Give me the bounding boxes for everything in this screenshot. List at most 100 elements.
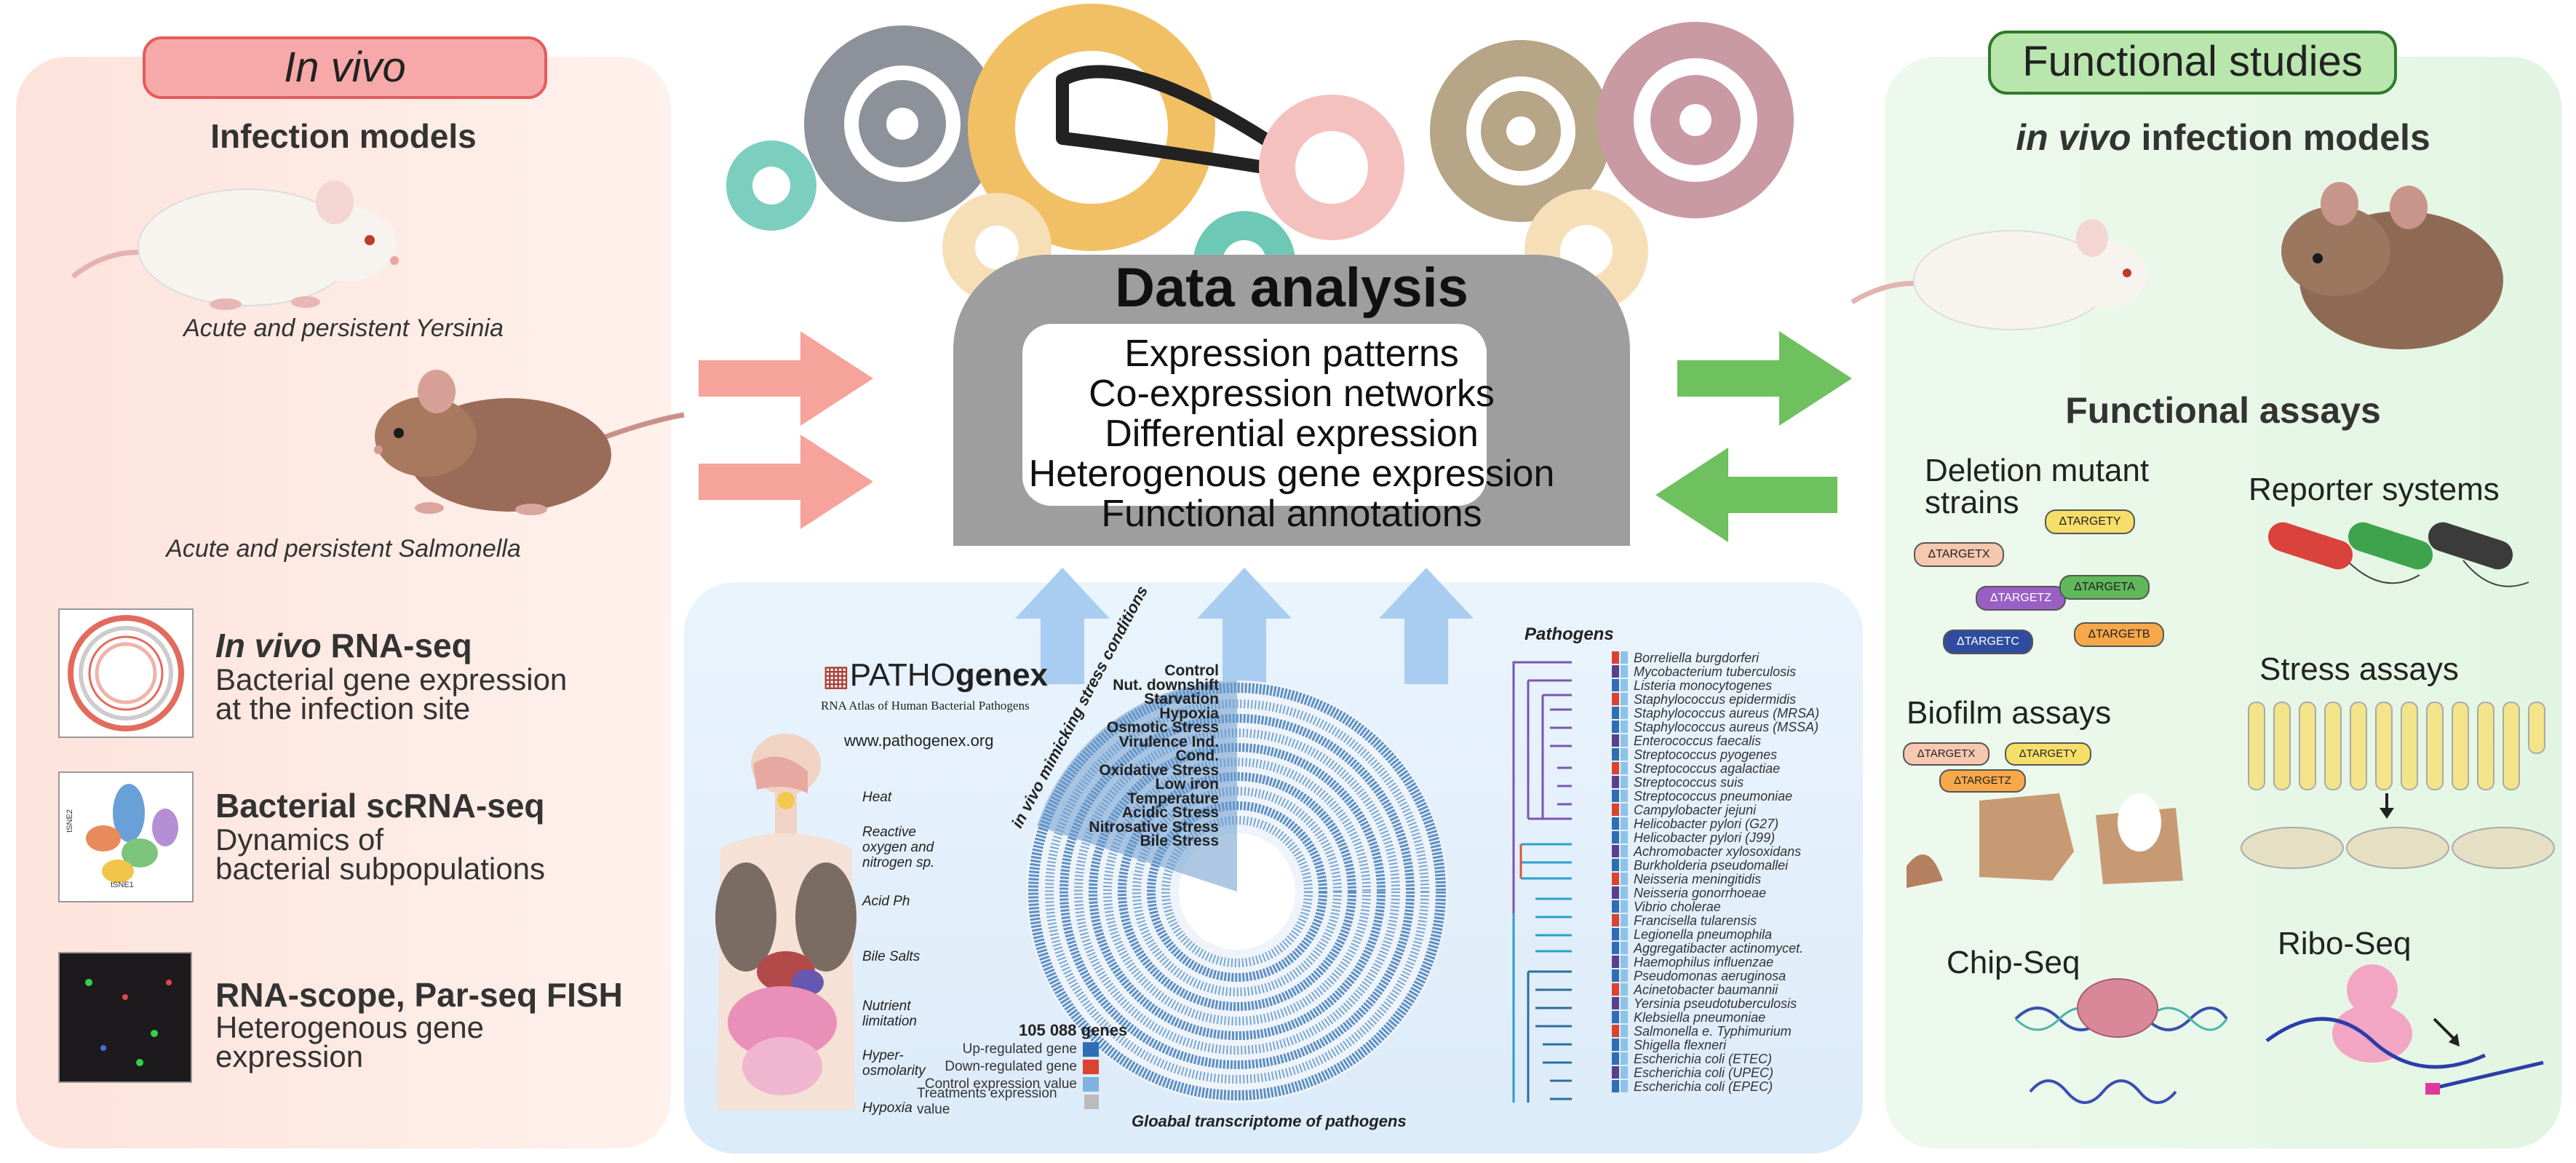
pathogens-title: Pathogens — [1524, 624, 1614, 644]
pathogen-swatch-2 — [1621, 679, 1628, 691]
pathogen-name: Pseudomonas aeruginosa — [1634, 969, 1786, 983]
condition-label: Starvation — [1144, 691, 1219, 707]
pathogen-name: Francisella tularensis — [1634, 913, 1757, 928]
legend-row: Up-regulated gene — [917, 1041, 1099, 1058]
logo-mark-icon: ▦ — [822, 660, 850, 692]
pathogen-swatch-2 — [1621, 1080, 1628, 1092]
pathogen-swatch-2 — [1621, 873, 1628, 885]
condition-label: Bile Stress — [1140, 833, 1219, 849]
pathogen-swatch-2 — [1621, 997, 1628, 1009]
pathogen-swatch — [1612, 845, 1619, 857]
pathogen-swatch-2 — [1621, 900, 1628, 913]
pathogen-name: Streptococcus suis — [1634, 775, 1744, 790]
mutant-cell: ΔTARGETX — [1914, 542, 2004, 567]
entry-fish-desc1: Heterogenous gene — [215, 1010, 484, 1044]
legend-swatch — [1084, 1095, 1099, 1109]
pathogen-swatch — [1612, 873, 1619, 885]
pathogen-swatch — [1612, 748, 1619, 761]
pathogen-swatch — [1612, 693, 1619, 705]
pathogen-swatch — [1612, 1066, 1619, 1079]
pathogen-swatch — [1612, 900, 1619, 913]
white-mouse-left — [71, 180, 399, 310]
pathogen-name: Borreliella burgdorferi — [1634, 651, 1760, 665]
human-body-illustration — [715, 734, 856, 1110]
pathogen-name: Streptococcus pyogenes — [1634, 747, 1778, 762]
pathogen-swatch — [1612, 969, 1619, 982]
pathogen-swatch — [1612, 734, 1619, 747]
in-vivo-header: In vivo — [143, 36, 547, 99]
biofilm-cell: ΔTARGETX — [1903, 742, 1989, 766]
pathogen-name: Enterococcus faecalis — [1634, 734, 1762, 748]
pathogen-swatch — [1612, 997, 1619, 1009]
condition-label: Nitrosative Stress — [1089, 818, 1219, 835]
pathogen-swatch-2 — [1621, 928, 1628, 940]
pathogen-swatch — [1612, 762, 1619, 774]
pathogen-name: Legionella pneumophila — [1634, 927, 1773, 942]
pathogen-swatch — [1612, 790, 1619, 802]
pathogen-name: Salmonella e. Typhimurium — [1634, 1024, 1792, 1039]
legend-label: Down-regulated gene — [945, 1059, 1077, 1074]
pathogen-swatch — [1612, 886, 1619, 899]
mutant-cell: ΔTARGETA — [2059, 575, 2150, 600]
pathogen-swatch — [1612, 942, 1619, 954]
mutant-cell: ΔTARGETB — [2074, 622, 2164, 647]
pathogen-swatch — [1612, 928, 1619, 940]
legend-swatch — [1083, 1042, 1099, 1057]
pathogen-swatch-2 — [1621, 886, 1628, 899]
reporter-bacteria-icon — [2267, 522, 2529, 587]
pathogen-name: Escherichia coli (UPEC) — [1634, 1065, 1774, 1080]
data-analysis-title: Data analysis — [1115, 257, 1468, 319]
pathogen-name: Escherichia coli (EPEC) — [1634, 1079, 1773, 1094]
condition-label: Hypoxia — [1159, 704, 1219, 722]
arrow-up-1 — [1015, 568, 1110, 684]
pathogen-name: Neisseria gonorrhoeae — [1634, 886, 1767, 900]
pathogen-swatch — [1612, 707, 1619, 719]
legend-label: Treatments expression value — [917, 1086, 1057, 1117]
gear-cluster-icon — [726, 4, 1794, 313]
body-label-ros: Reactive oxygen and nitrogen sp. — [862, 825, 935, 870]
global-transcriptome-label: Gloabal transcriptome of pathogens — [1132, 1112, 1407, 1130]
condition-label: Temperature — [1127, 790, 1219, 807]
pathogen-swatch-2 — [1621, 942, 1628, 954]
pathogen-swatch — [1612, 721, 1619, 733]
pathogen-swatch — [1612, 665, 1619, 678]
pathogen-swatch-2 — [1621, 721, 1628, 733]
body-label-acid: Acid Ph — [862, 894, 910, 909]
pathogen-swatch-2 — [1621, 817, 1628, 830]
pathogen-swatch-2 — [1621, 762, 1628, 774]
arrow-right-pink-1 — [699, 331, 873, 426]
pathogen-swatch-2 — [1621, 845, 1628, 857]
pathogen-name: Shigella flexneri — [1634, 1038, 1727, 1052]
pathogen-swatch-2 — [1621, 1039, 1628, 1051]
legend-swatch — [1083, 1060, 1099, 1074]
pathogen-swatch-2 — [1621, 803, 1628, 816]
pathogen-name: Neisseria meningitidis — [1634, 872, 1762, 886]
pathogen-name: Campylobacter jejuni — [1634, 803, 1757, 817]
biofilm-assays-title: Biofilm assays — [1907, 695, 2112, 731]
pathogen-name: Escherichia coli (ETEC) — [1634, 1052, 1773, 1066]
entry-scrnaseq-desc1: Dynamics of — [215, 822, 384, 857]
pathogen-swatch — [1612, 776, 1619, 788]
arrow-right-pink-2 — [699, 434, 873, 529]
item-functional-annotations: Functional annotations — [1101, 493, 1482, 535]
tsne-y-label: tSNE2 — [65, 809, 74, 833]
mutant-cell: ΔTARGETY — [2045, 509, 2135, 534]
entry-fish-desc2: expression — [215, 1039, 364, 1073]
pathogen-swatch-2 — [1621, 983, 1628, 996]
genes-count: 105 088 genes — [1019, 1021, 1128, 1039]
pathogen-swatch-2 — [1621, 831, 1628, 844]
arrow-up-3 — [1379, 568, 1474, 684]
pathogen-name: Vibrio cholerae — [1634, 900, 1721, 914]
pathogen-swatch-2 — [1621, 956, 1628, 968]
functional-assays-title: Functional assays — [2065, 390, 2381, 431]
stress-assay-tubes-icon — [2241, 702, 2555, 869]
condition-label: Osmotic Stress — [1106, 719, 1219, 736]
pathogen-swatch-2 — [1621, 693, 1628, 705]
legend-swatch — [1083, 1077, 1099, 1092]
condition-label: Virulence Ind. Cond. — [1118, 733, 1219, 764]
pathogen-name: Haemophilus influenzae — [1634, 955, 1774, 969]
pathogenex-logo: ▦PATHOgenex — [822, 657, 1049, 693]
